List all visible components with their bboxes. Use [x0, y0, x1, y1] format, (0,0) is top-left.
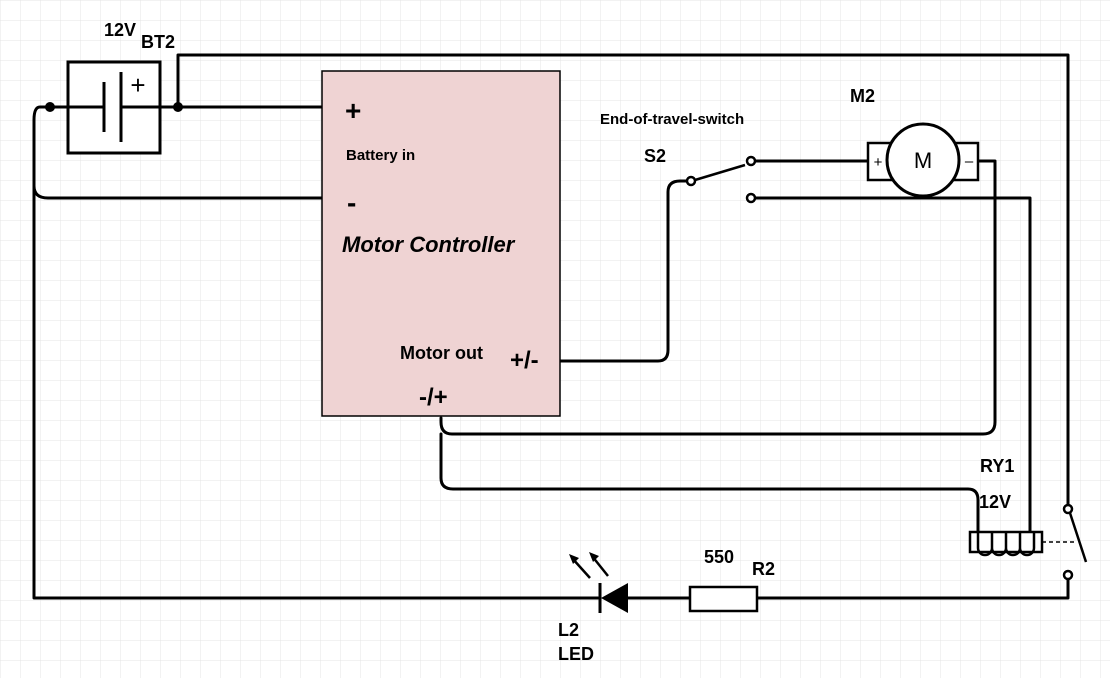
junction-dot — [173, 102, 183, 112]
relay-switch-arm — [1068, 512, 1088, 563]
relay-switch-bottom-contact — [1062, 569, 1074, 581]
wire-out-a — [558, 179, 692, 363]
battery-plus-symbol: + — [130, 70, 145, 100]
junction-dot — [45, 102, 55, 112]
relay-ry1[interactable] — [968, 503, 1088, 581]
led-l2[interactable] — [569, 552, 628, 613]
switch-arm — [694, 163, 746, 182]
motor-m2[interactable]: M + – — [866, 122, 980, 198]
controller-minus-label: - — [347, 187, 356, 218]
controller-box — [321, 70, 561, 417]
switch-description-label: End-of-travel-switch — [600, 111, 744, 128]
relay-voltage-label: 12V — [979, 492, 1011, 512]
switch-common-terminal — [685, 175, 697, 187]
battery-ref-label: BT2 — [141, 32, 175, 52]
controller-plus-label: + — [345, 95, 361, 126]
resistor-ref-label: R2 — [752, 559, 775, 579]
controller-battery-in-label: Battery in — [346, 147, 415, 164]
led-ref-label: L2 — [558, 620, 579, 640]
wires — [32, 53, 1070, 600]
relay-ref-label: RY1 — [980, 456, 1014, 476]
motor-controller[interactable]: + Battery in - Motor Controller Motor ou… — [321, 70, 561, 417]
battery-bt2[interactable]: + — [66, 60, 162, 155]
motor-symbol: M — [914, 148, 932, 173]
switch-contact-bottom — [745, 192, 757, 204]
end-of-travel-switch-s2[interactable] — [685, 155, 757, 204]
wire-controller-minus — [32, 105, 324, 200]
resistor-r2[interactable] — [688, 585, 759, 613]
battery-voltage-label: 12V — [104, 20, 136, 40]
motor-minus-label: – — [965, 153, 974, 170]
relay-coil-winding — [976, 532, 1036, 557]
led-arrowhead — [589, 552, 599, 562]
wire-out-b — [439, 432, 980, 534]
wire-s2-relay — [750, 196, 1032, 534]
motor-circle — [885, 122, 961, 198]
switch-ref-label: S2 — [644, 146, 666, 166]
controller-out-b-label: -/+ — [419, 384, 448, 411]
controller-motor-out-label: Motor out — [400, 343, 483, 363]
motor-plus-label: + — [874, 154, 883, 171]
resistor-value-label: 550 — [704, 547, 734, 567]
controller-title: Motor Controller — [342, 232, 516, 257]
relay-switch-top-contact — [1062, 503, 1074, 515]
wire-bottom-left — [32, 184, 600, 600]
wire-top-bus — [176, 53, 1070, 507]
wire-motor-minus — [439, 159, 997, 436]
wire-resistor-switch — [755, 574, 1070, 600]
controller-out-a-label: +/- — [510, 347, 539, 374]
led-arrowhead — [569, 554, 579, 564]
led-triangle — [601, 583, 628, 613]
led-type-label: LED — [558, 644, 594, 664]
switch-contact-top — [745, 155, 757, 167]
motor-ref-label: M2 — [850, 86, 875, 106]
